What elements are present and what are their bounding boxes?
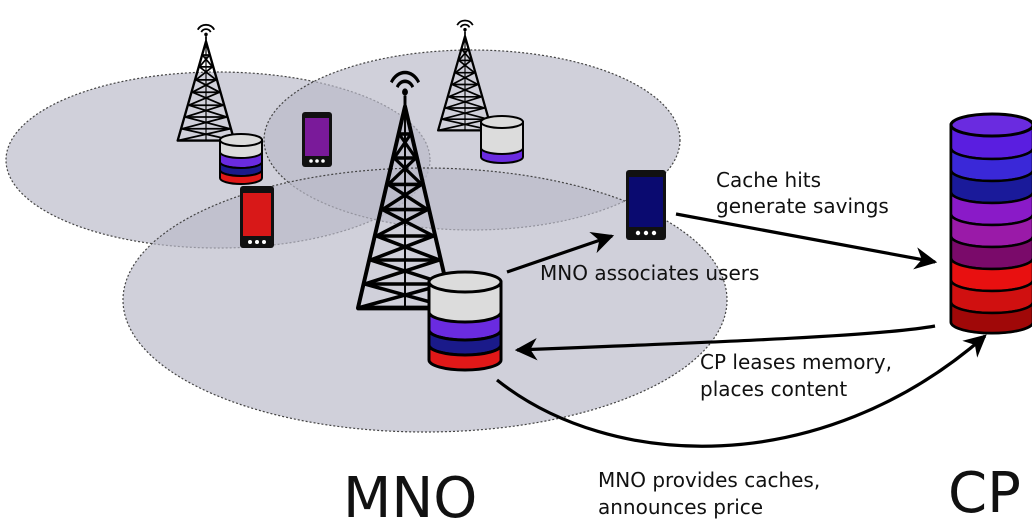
smartphone-icon — [302, 112, 332, 167]
cp-label: CP — [948, 461, 1021, 525]
cache-hits-label-line1: Cache hits — [716, 168, 821, 192]
smartphone-icon — [626, 170, 666, 240]
smartphone-icon — [240, 186, 274, 248]
associates-arrow — [506, 231, 615, 274]
cp-server-stack-icon — [949, 112, 1032, 335]
coverage-areas — [5, 49, 728, 433]
cache-hits-label-line2: generate savings — [716, 194, 889, 218]
provides-label-line2: announces price — [598, 495, 763, 519]
cache-stack-icon — [480, 115, 524, 164]
leases-label-line2: places content — [700, 377, 847, 401]
leases-arrow — [514, 324, 936, 361]
mno-label: MNO — [343, 466, 477, 525]
provides-arrow — [496, 334, 987, 448]
provides-label-line1: MNO provides caches, — [598, 468, 820, 492]
cache-hits-arrow — [675, 212, 938, 270]
cache-stack-icon — [427, 270, 503, 372]
cache-stack-icon — [219, 133, 263, 185]
leases-label-line1: CP leases memory, — [700, 350, 892, 374]
associates-label: MNO associates users — [540, 261, 759, 285]
